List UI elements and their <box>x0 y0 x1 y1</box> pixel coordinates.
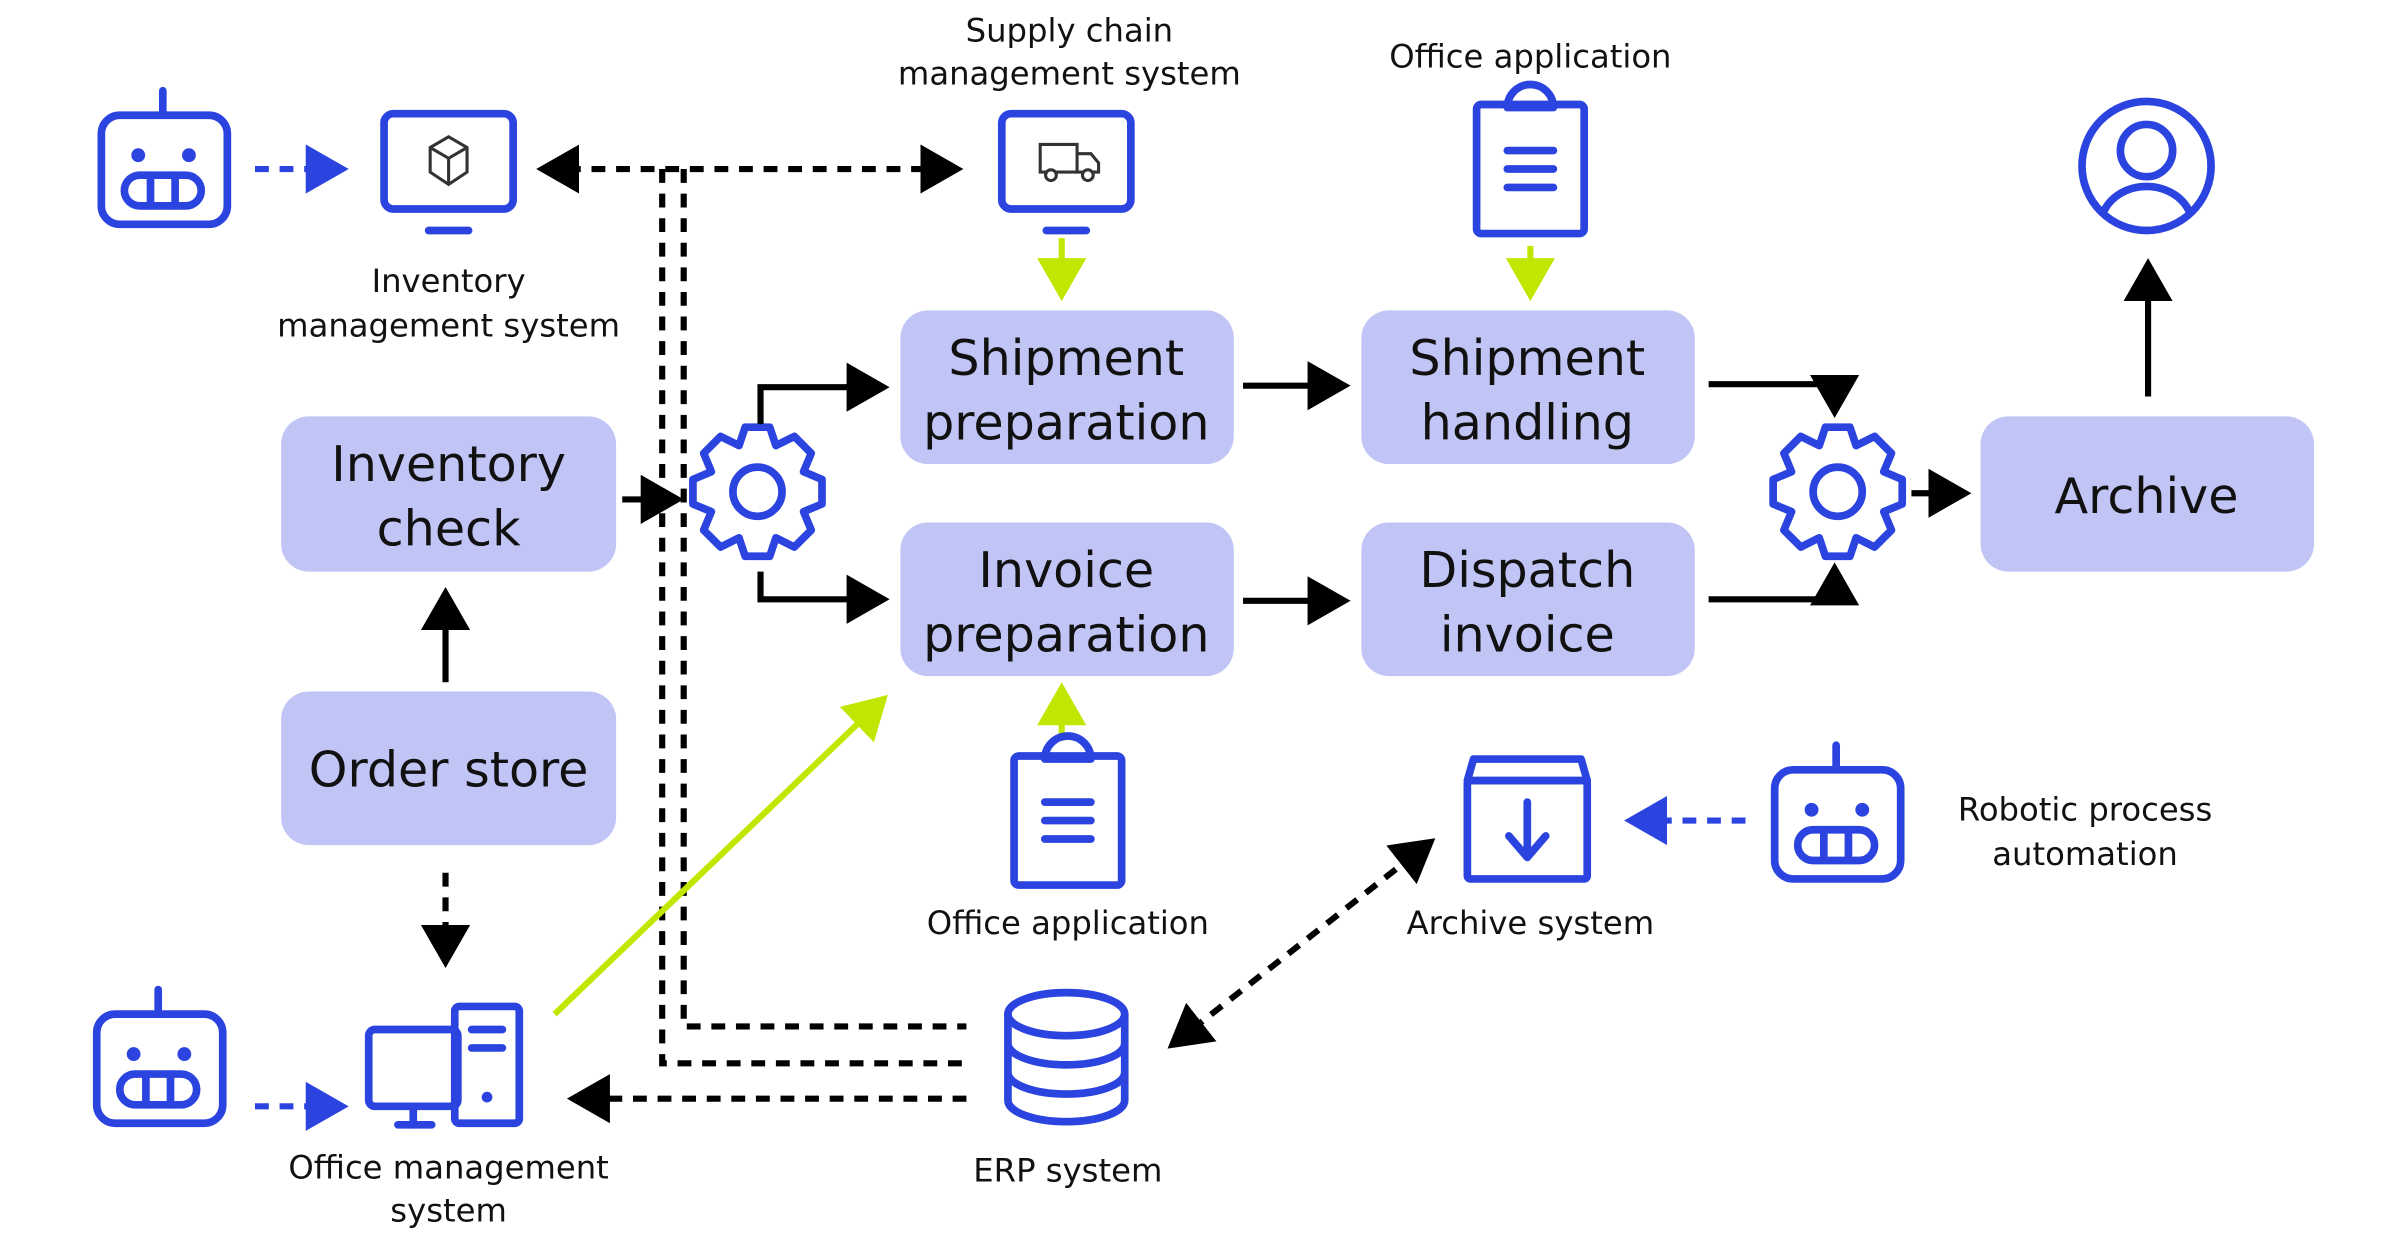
gear-icon <box>693 427 822 556</box>
svg-text:check: check <box>377 499 521 557</box>
svg-text:preparation: preparation <box>923 393 1209 451</box>
rpa-label: Robotic process <box>1958 791 2212 829</box>
svg-text:Inventory: Inventory <box>331 435 566 493</box>
clipboard-icon <box>1477 85 1585 234</box>
office-mgmt-to-invoice-arrow <box>552 694 888 1017</box>
svg-text:Invoice: Invoice <box>978 541 1154 599</box>
gear-to-invoice-arrow <box>757 571 890 624</box>
monitor-box-icon <box>380 109 517 235</box>
inventory-erp-link <box>659 169 967 1067</box>
robot-icon-3 <box>1775 745 1901 879</box>
svg-text:Shipment: Shipment <box>948 329 1184 387</box>
dispatch-to-gear-arrow <box>1708 562 1860 606</box>
step-inventory-check: Inventory check <box>281 416 617 572</box>
erp-label: ERP system <box>973 1152 1162 1190</box>
svg-text:Archive: Archive <box>2055 467 2239 525</box>
inventory-mgmt-label: Inventory <box>372 262 526 300</box>
inventory-mgmt-label-2: management system <box>277 307 620 345</box>
office-mgmt-label: Office management <box>288 1149 608 1187</box>
computer-tower-icon <box>364 1002 524 1129</box>
svg-text:invoice: invoice <box>1440 606 1615 664</box>
database-icon <box>1004 988 1129 1126</box>
handling-to-gear-arrow <box>1708 374 1860 418</box>
gear-to-shipment-arrow <box>757 362 890 425</box>
rpa-label-2: automation <box>1992 835 2178 873</box>
office-app-bottom-label: Office application <box>927 904 1209 942</box>
erp-archive-link <box>1167 838 1436 1049</box>
step-invoice-preparation: Invoice preparation <box>900 522 1234 677</box>
office-mgmt-label-2: system <box>390 1192 507 1230</box>
monitor-truck-icon <box>997 109 1135 235</box>
svg-text:Order store: Order store <box>309 741 589 799</box>
svg-text:preparation: preparation <box>923 606 1209 664</box>
scm-label: Supply chain <box>966 11 1173 49</box>
scm-erp-link <box>680 169 967 1030</box>
user-icon <box>2078 97 2215 235</box>
svg-text:handling: handling <box>1421 393 1634 451</box>
step-shipment-preparation: Shipment preparation <box>900 310 1234 465</box>
step-order-store: Order store <box>281 691 617 846</box>
gear-icon-2 <box>1773 427 1902 556</box>
step-shipment-handling: Shipment handling <box>1361 310 1695 465</box>
clipboard-icon-2 <box>1014 736 1122 885</box>
step-dispatch-invoice: Dispatch invoice <box>1361 522 1695 677</box>
archive-system-label: Archive system <box>1407 904 1655 942</box>
office-app-top-label: Office application <box>1389 38 1671 76</box>
scm-label-2: management system <box>898 55 1241 93</box>
archive-box-icon <box>1463 755 1592 883</box>
step-archive: Archive <box>1980 416 2315 572</box>
robot-icon-2 <box>97 990 223 1124</box>
svg-text:Shipment: Shipment <box>1409 329 1645 387</box>
svg-text:Dispatch: Dispatch <box>1419 541 1635 599</box>
robot-icon <box>101 91 227 225</box>
